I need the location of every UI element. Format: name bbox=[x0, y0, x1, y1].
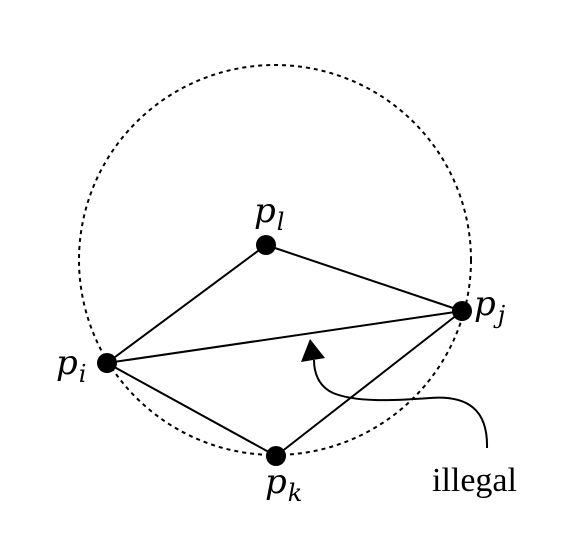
label-pj: pj bbox=[474, 284, 506, 329]
illegal-edge-arrow-curve bbox=[313, 359, 489, 449]
label-pi-sub: i bbox=[79, 360, 87, 388]
vertex-pi bbox=[97, 353, 117, 373]
vertex-pl bbox=[256, 235, 276, 255]
arrowhead-icon bbox=[301, 339, 325, 362]
edge-pk-pj bbox=[275, 310, 463, 457]
illegal-label: illegal bbox=[432, 462, 517, 499]
edge-pi-pj bbox=[106, 310, 463, 364]
circumcircle bbox=[78, 64, 472, 456]
label-pk-base: p bbox=[265, 462, 287, 502]
edge-pl-pj bbox=[265, 244, 463, 312]
label-pl-base: p bbox=[254, 191, 276, 231]
vertex-pj bbox=[452, 301, 472, 321]
vertex-pk bbox=[266, 446, 286, 466]
edge-pi-pk bbox=[106, 362, 277, 457]
label-pi-base: p bbox=[56, 343, 78, 383]
label-pi: pi bbox=[56, 343, 86, 388]
edge-pi-pl bbox=[106, 244, 267, 364]
label-pl: pl bbox=[254, 191, 284, 236]
label-pl-sub: l bbox=[277, 208, 285, 236]
label-pj-base: p bbox=[474, 284, 496, 324]
label-pk: pk bbox=[265, 462, 302, 507]
label-pk-sub: k bbox=[288, 479, 303, 507]
edges bbox=[106, 244, 463, 457]
vertices bbox=[97, 235, 472, 466]
